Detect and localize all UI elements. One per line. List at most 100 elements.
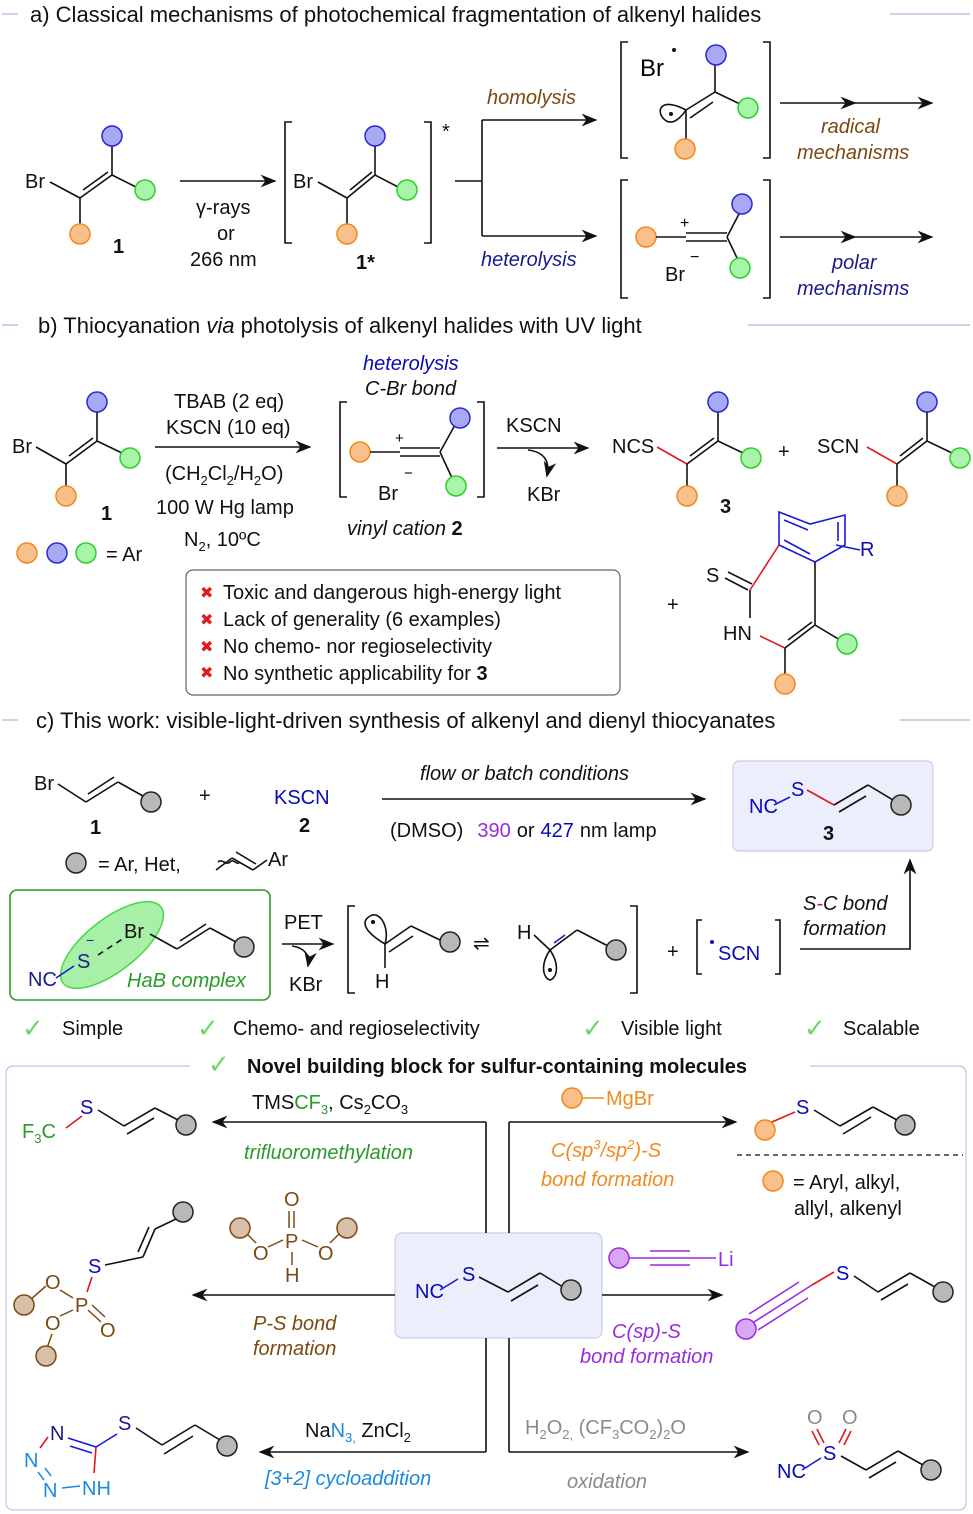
svg-text:SCN: SCN xyxy=(817,436,859,458)
svg-text:−: − xyxy=(404,465,413,482)
svg-text:H2O2, (CF3CO2)2O: H2O2, (CF3CO2)2O xyxy=(525,1417,686,1442)
svg-text:C-Br bond: C-Br bond xyxy=(365,378,457,400)
svg-text:S: S xyxy=(118,1413,131,1435)
svg-text:3: 3 xyxy=(720,496,731,518)
svg-text:HN: HN xyxy=(723,623,752,645)
cross-icon: ✖ xyxy=(200,639,213,656)
svg-text:266 nm: 266 nm xyxy=(190,249,257,271)
svg-text:NaN3, ZnCl2: NaN3, ZnCl2 xyxy=(305,1420,411,1445)
svg-text:oxidation: oxidation xyxy=(567,1471,647,1493)
svg-text:3: 3 xyxy=(823,823,834,845)
ar-legend: = Ar xyxy=(16,542,142,566)
svg-text:O: O xyxy=(45,1313,61,1335)
check-icon: ✓ xyxy=(582,1013,604,1043)
svg-text:Br: Br xyxy=(378,483,398,505)
svg-text:Scalable: Scalable xyxy=(843,1018,920,1040)
feature-list: ✓ Simple ✓ Chemo- and regioselectivity ✓… xyxy=(22,1013,920,1043)
sc-bond-formation-arrow xyxy=(800,858,917,950)
compound-1: Br 1 xyxy=(12,391,141,525)
svg-text:= Aryl, alkyl,: = Aryl, alkyl, xyxy=(793,1172,900,1194)
grey-substituent-icon xyxy=(140,791,162,813)
svg-text:H: H xyxy=(285,1265,299,1287)
svg-text:+: + xyxy=(667,941,679,963)
svg-text:[3+2] cycloaddition: [3+2] cycloaddition xyxy=(264,1468,431,1490)
svg-text:H: H xyxy=(517,922,531,944)
vinyl-cation-2: + − Br xyxy=(339,401,485,505)
svg-text:Visible light: Visible light xyxy=(621,1018,722,1040)
svg-text:mechanisms: mechanisms xyxy=(797,278,909,300)
thioether-product: S xyxy=(754,1097,916,1141)
svg-text:SCN: SCN xyxy=(718,943,760,965)
svg-text:formation: formation xyxy=(253,1338,336,1360)
svg-text:= Ar: = Ar xyxy=(106,544,142,566)
hab-complex-box: NC S − Br HaB complex xyxy=(9,889,271,1001)
svg-text:Toxic and dangerous high-energ: Toxic and dangerous high-energy light xyxy=(223,582,561,604)
substrate-1: Br 1 xyxy=(34,773,162,839)
svg-text:bond formation: bond formation xyxy=(580,1346,713,1368)
cf3-product: F3C S xyxy=(22,1097,197,1146)
svg-text:S: S xyxy=(836,1263,849,1285)
check-icon: ✓ xyxy=(22,1013,44,1043)
svg-text:O: O xyxy=(284,1189,300,1211)
svg-text:N2, 10ºC: N2, 10ºC xyxy=(184,529,261,554)
svg-text:P: P xyxy=(285,1231,298,1253)
grignard-reagent: MgBr xyxy=(561,1087,654,1110)
svg-text:polar: polar xyxy=(831,252,878,274)
section-a: a) Classical mechanisms of photochemical… xyxy=(2,2,970,300)
svg-text:NC: NC xyxy=(749,796,778,818)
svg-text:*: * xyxy=(442,121,450,143)
svg-text:+: + xyxy=(199,785,211,807)
svg-text:γ-rays: γ-rays xyxy=(196,197,250,219)
orange-substituent-icon xyxy=(69,223,91,245)
svg-text:KBr: KBr xyxy=(527,484,561,506)
phosphorothioate-product: S P O O O xyxy=(13,1201,194,1367)
svg-text:1: 1 xyxy=(113,236,124,258)
svg-text:or: or xyxy=(217,223,235,245)
alkynyl-thioether-product: S xyxy=(735,1263,954,1340)
isoquinolinethione-byproduct: R S HN xyxy=(706,510,874,695)
svg-text:(CH2Cl2/H2O): (CH2Cl2/H2O) xyxy=(165,463,283,488)
svg-text:Br: Br xyxy=(665,264,685,286)
section-b: b) Thiocyanation via photolysis of alken… xyxy=(2,313,971,696)
svg-text:+: + xyxy=(680,215,689,232)
svg-text:= Ar, Het,: = Ar, Het, xyxy=(98,854,181,876)
svg-text:PET: PET xyxy=(284,912,323,934)
vinyl-cation-intermediate: + − Br xyxy=(620,179,771,299)
svg-text:O: O xyxy=(45,1272,61,1294)
thiocyanate-radical: SCN xyxy=(696,919,781,975)
svg-text:mechanisms: mechanisms xyxy=(797,142,909,164)
svg-text:Br: Br xyxy=(34,773,54,795)
svg-text:S-C bond: S-C bond xyxy=(803,893,888,915)
svg-text:N: N xyxy=(43,1480,57,1502)
svg-text:+: + xyxy=(667,594,679,616)
product-3-box: NC S 3 xyxy=(732,760,934,852)
svg-text:1: 1 xyxy=(101,503,112,525)
vinyl-radical-intermediate: H ⇌ H xyxy=(347,905,638,994)
svg-text:Chemo- and regioselectivity: Chemo- and regioselectivity xyxy=(233,1018,480,1040)
svg-text:NC: NC xyxy=(777,1461,806,1483)
svg-text:radical: radical xyxy=(821,116,880,138)
svg-text:Ar: Ar xyxy=(268,849,288,871)
tetrazole-product: N N N NH S xyxy=(24,1413,238,1502)
svg-text:Li: Li xyxy=(718,1249,734,1271)
svg-text:−: − xyxy=(690,249,699,266)
svg-text:−: − xyxy=(86,932,94,948)
section-b-title: b) Thiocyanation via photolysis of alken… xyxy=(38,313,642,338)
svg-text:2: 2 xyxy=(299,815,310,837)
blue-substituent-icon xyxy=(101,125,123,147)
derivatives-box: ✓ Novel building block for sulfur-contai… xyxy=(5,1049,967,1511)
svg-text:No synthetic applicability for: No synthetic applicability for 3 xyxy=(223,663,488,685)
svg-text:1*: 1* xyxy=(356,252,375,274)
grey-legend: = Ar, Het, Ar xyxy=(65,849,288,876)
svg-text:flow or batch conditions: flow or batch conditions xyxy=(420,763,629,785)
product-ncs: NCS 3 xyxy=(612,391,762,518)
svg-text:O: O xyxy=(842,1407,858,1429)
cross-icon: ✖ xyxy=(200,612,213,629)
svg-text:HaB complex: HaB complex xyxy=(127,970,247,992)
svg-text:C(sp3/sp2)-S: C(sp3/sp2)-S xyxy=(551,1137,662,1162)
svg-text:TMSCF3, Cs2CO3: TMSCF3, Cs2CO3 xyxy=(252,1092,408,1117)
svg-text:O: O xyxy=(807,1407,823,1429)
check-icon: ✓ xyxy=(804,1013,826,1043)
svg-text:trifluoromethylation: trifluoromethylation xyxy=(244,1142,413,1164)
